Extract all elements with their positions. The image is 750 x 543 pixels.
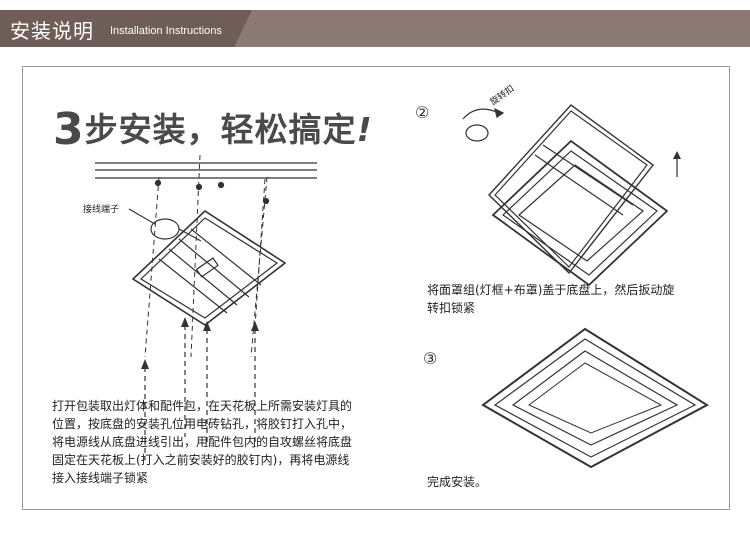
step3-number: ③	[423, 349, 437, 368]
step1-line: 将电源线从底盘进线引出，用配件包内的自攻螺丝将底盘	[52, 433, 352, 451]
step3-text: 完成安装。	[427, 473, 487, 491]
step2-number: ②	[415, 103, 429, 122]
step1-line: 固定在天花板上(打入之前安装好的胶钉内)，再将电源线	[52, 451, 349, 469]
step2-line: 转扣锁紧	[427, 299, 475, 317]
instructions-panel: 3步安装，轻松搞定!	[22, 66, 730, 510]
section-header: 安装说明 Installation Instructions	[0, 10, 750, 47]
header-title-en: Installation Instructions	[110, 25, 222, 37]
terminal-callout: 接线端子	[83, 201, 119, 219]
step1-line: 接入接线端子锁紧	[52, 469, 148, 487]
step1-line: 位置，按底盘的安装孔位用电砖钻孔，将胶钉打入孔中，	[52, 415, 352, 433]
step2-line: 将面罩组(灯框+布罩)盖于底盘上，然后扳动旋	[427, 281, 674, 299]
step1-line: 打开包装取出灯体和配件包，在天花板上所需安装灯具的	[52, 397, 352, 415]
header-title-cn: 安装说明	[10, 15, 94, 44]
